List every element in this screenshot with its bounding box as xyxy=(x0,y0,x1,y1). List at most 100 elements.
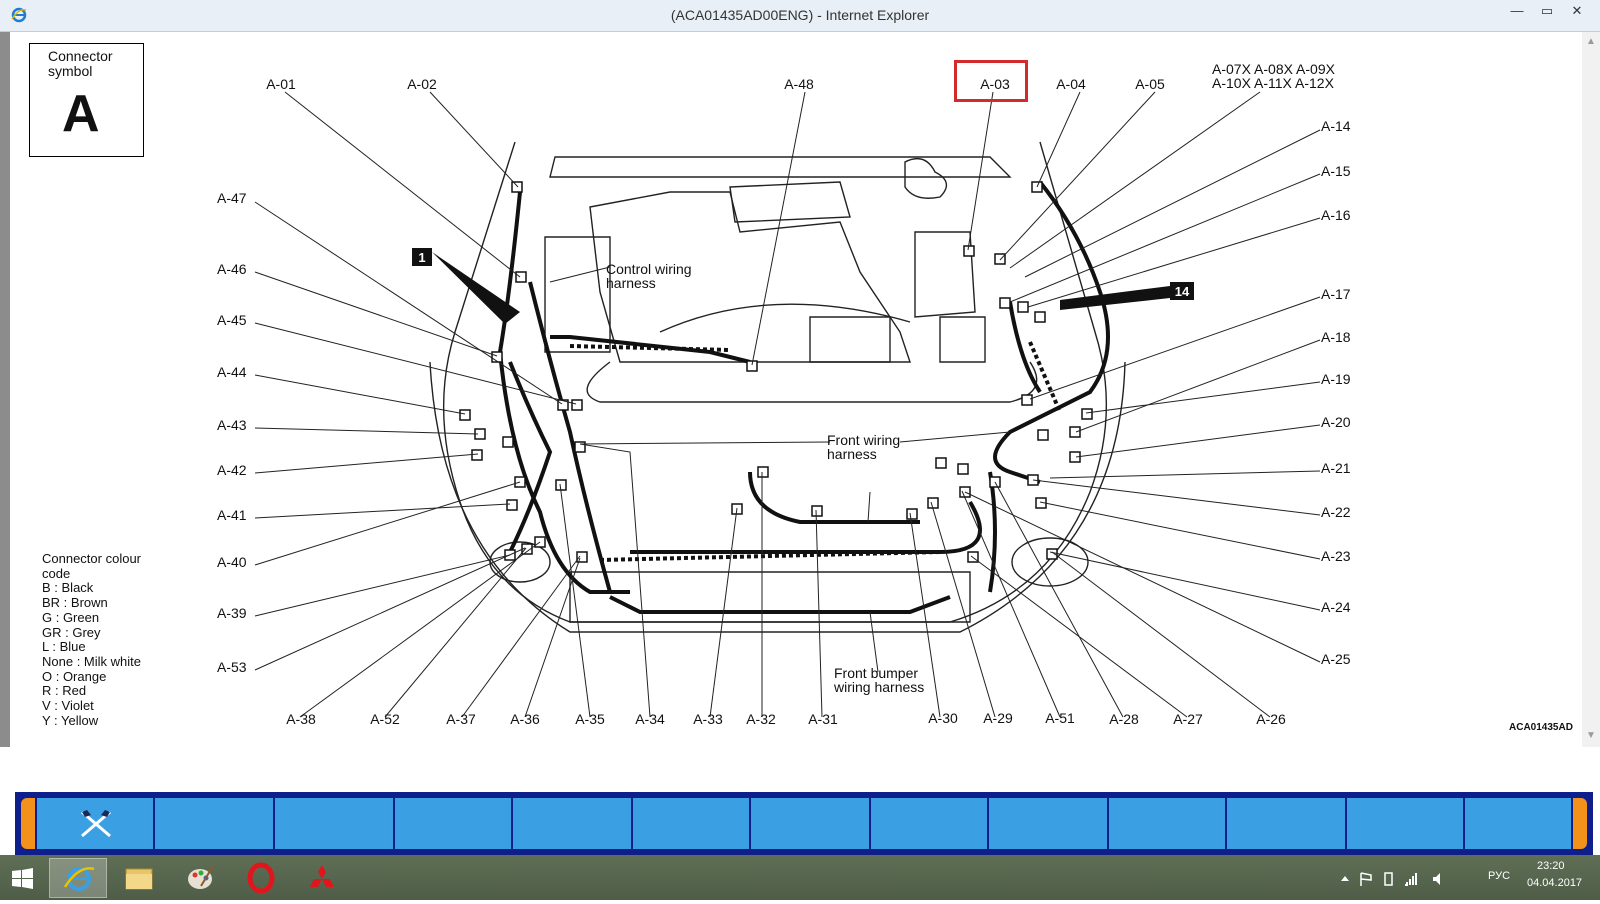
close-button[interactable]: ✕ xyxy=(1571,3,1583,18)
start-button[interactable] xyxy=(0,858,45,898)
connector-label-a-34[interactable]: A-34 xyxy=(635,711,665,727)
taskbar-opera[interactable] xyxy=(232,858,290,898)
connector-label-a-30[interactable]: A-30 xyxy=(928,710,958,726)
scroll-up-icon[interactable]: ▲ xyxy=(1586,36,1596,47)
connector-label-a-53[interactable]: A-53 xyxy=(217,659,247,675)
connector-label-a-47[interactable]: A-47 xyxy=(217,190,247,206)
connector-label-a-43[interactable]: A-43 xyxy=(217,417,247,433)
maximize-button[interactable]: ▭ xyxy=(1540,3,1554,18)
system-tray-icons[interactable] xyxy=(1335,869,1485,889)
callout-1-label: 1 xyxy=(418,250,425,265)
paint-palette-icon xyxy=(188,865,214,889)
connector-label-a-48[interactable]: A-48 xyxy=(784,76,814,92)
connector-label-a-28[interactable]: A-28 xyxy=(1109,711,1139,727)
connector-label-a-19[interactable]: A-19 xyxy=(1321,371,1351,387)
connector-label-a-24[interactable]: A-24 xyxy=(1321,599,1351,615)
colour-code-entry: B : Black xyxy=(42,580,94,596)
toolbar-button-10[interactable] xyxy=(1109,798,1227,849)
connector-label-a-46[interactable]: A-46 xyxy=(217,261,247,277)
folder-icon xyxy=(125,868,153,890)
connector-label-a-39[interactable]: A-39 xyxy=(217,605,247,621)
connector-label-a-21[interactable]: A-21 xyxy=(1321,460,1351,476)
tools-button[interactable] xyxy=(37,798,155,849)
window-frame-left xyxy=(0,32,10,747)
taskbar-paint[interactable] xyxy=(171,858,229,898)
connector-label-a-05[interactable]: A-05 xyxy=(1135,76,1165,92)
toolbar-button-6[interactable] xyxy=(633,798,751,849)
connector-label-a-20[interactable]: A-20 xyxy=(1321,414,1351,430)
toolbar-button-11[interactable] xyxy=(1227,798,1347,849)
connector-label-a-15[interactable]: A-15 xyxy=(1321,163,1351,179)
window-title: (ACA01435AD00ENG) - Internet Explorer xyxy=(670,7,930,23)
toolbar-button-3[interactable] xyxy=(275,798,395,849)
connector-label-a-01[interactable]: A-01 xyxy=(266,76,296,92)
connector-label-a-36[interactable]: A-36 xyxy=(510,711,540,727)
volume-icon xyxy=(1433,873,1440,885)
connector-label-a-31[interactable]: A-31 xyxy=(808,711,838,727)
taskbar-file-explorer[interactable] xyxy=(110,858,168,898)
button-bar-right-cap xyxy=(1573,798,1587,849)
connector-label-a-35[interactable]: A-35 xyxy=(575,711,605,727)
connector-label-a-44[interactable]: A-44 xyxy=(217,364,247,380)
connector-label-a-40[interactable]: A-40 xyxy=(217,554,247,570)
connector-label-a-04[interactable]: A-04 xyxy=(1056,76,1086,92)
toolbar-button-9[interactable] xyxy=(989,798,1109,849)
connector-label-a-38[interactable]: A-38 xyxy=(286,711,316,727)
connector-label-a-17[interactable]: A-17 xyxy=(1321,286,1351,302)
toolbar-button-12[interactable] xyxy=(1347,798,1465,849)
connector-label-a-26[interactable]: A-26 xyxy=(1256,711,1286,727)
connector-label-group-line2[interactable]: A-10X A-11X A-12X xyxy=(1212,75,1334,91)
front-bumper-harness-label: Front bumper wiring harness xyxy=(834,665,925,695)
colour-code-title: Connector colour code xyxy=(42,551,141,581)
connector-label-a-29[interactable]: A-29 xyxy=(983,710,1013,726)
toolbar-button-5[interactable] xyxy=(513,798,633,849)
taskbar-mitsubishi-app[interactable] xyxy=(293,858,351,898)
engine-bay-outline xyxy=(429,141,1126,633)
connector-colour-code: Connector colour code B : Black BR : Bro… xyxy=(42,551,152,728)
toolbar-button-2[interactable] xyxy=(155,798,275,849)
connector-label-a-37[interactable]: A-37 xyxy=(446,711,476,727)
callout-14-label: 14 xyxy=(1175,284,1190,299)
windows-taskbar: РУС 23:20 04.04.2017 xyxy=(0,855,1600,900)
page-bottom-gap xyxy=(0,747,1600,792)
toolbar-button-4[interactable] xyxy=(395,798,513,849)
connector-symbol-box: Connector symbol A xyxy=(29,43,144,157)
toolbar-button-13[interactable] xyxy=(1465,798,1573,849)
opera-icon xyxy=(247,862,275,894)
connector-label-a-25[interactable]: A-25 xyxy=(1321,651,1351,667)
document-code: ACA01435AD xyxy=(1509,722,1573,733)
show-hidden-icons-icon xyxy=(1341,876,1349,881)
leader-lines xyxy=(254,91,1321,718)
connector-label-a-41[interactable]: A-41 xyxy=(217,507,247,523)
connector-label-a-02[interactable]: A-02 xyxy=(407,76,437,92)
connector-label-a-14[interactable]: A-14 xyxy=(1321,118,1351,134)
toolbar-button-7[interactable] xyxy=(751,798,871,849)
vertical-scrollbar[interactable]: ▲ ▼ xyxy=(1582,32,1600,747)
colour-code-entry: BR : Brown xyxy=(42,595,108,611)
connector-label-a-45[interactable]: A-45 xyxy=(217,312,247,328)
connector-label-a-51[interactable]: A-51 xyxy=(1045,710,1075,726)
connector-label-a-32[interactable]: A-32 xyxy=(746,711,776,727)
internet-explorer-icon xyxy=(11,7,27,23)
connector-label-a-03[interactable]: A-03 xyxy=(980,76,1010,92)
minimize-button[interactable]: — xyxy=(1510,3,1524,18)
front-wiring-harness-label: Front wiring harness xyxy=(827,432,901,462)
connector-label-group-line1[interactable]: A-07X A-08X A-09X xyxy=(1212,61,1335,77)
connector-label-a-42[interactable]: A-42 xyxy=(217,462,247,478)
connector-label-a-52[interactable]: A-52 xyxy=(370,711,400,727)
dashed-harness xyxy=(569,341,1062,562)
connector-label-a-23[interactable]: A-23 xyxy=(1321,548,1351,564)
connector-label-a-16[interactable]: A-16 xyxy=(1321,207,1351,223)
connector-label-a-22[interactable]: A-22 xyxy=(1321,504,1351,520)
clock-date[interactable]: 04.04.2017 xyxy=(1527,877,1583,889)
connector-label-a-33[interactable]: A-33 xyxy=(693,711,723,727)
clock-time[interactable]: 23:20 xyxy=(1537,860,1565,872)
toolbar-button-8[interactable] xyxy=(871,798,989,849)
connector-label-a-18[interactable]: A-18 xyxy=(1321,329,1351,345)
diagram-page: Connector symbol A Connector colour code… xyxy=(10,32,1582,747)
battery-icon xyxy=(1384,872,1393,886)
scroll-down-icon[interactable]: ▼ xyxy=(1586,730,1596,741)
connector-label-a-27[interactable]: A-27 xyxy=(1173,711,1203,727)
taskbar-internet-explorer[interactable] xyxy=(49,858,107,898)
input-language-indicator[interactable]: РУС xyxy=(1488,870,1511,882)
